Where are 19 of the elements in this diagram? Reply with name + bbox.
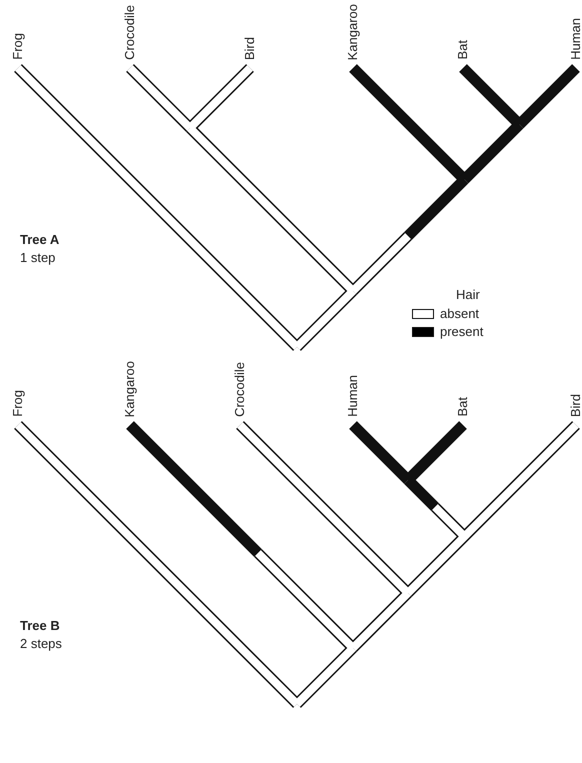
taxon-label: Bat xyxy=(456,40,470,60)
taxon-label: Crocodile xyxy=(233,362,247,417)
taxon-label: Kangaroo xyxy=(346,4,360,60)
legend-label: absent xyxy=(440,306,480,322)
tree-title: Tree B xyxy=(20,618,60,634)
tree-title: Tree A xyxy=(20,232,60,248)
taxon-label: Bird xyxy=(569,394,582,417)
tree-note: 2 steps xyxy=(20,636,62,652)
tree-note: Hair xyxy=(456,287,480,303)
taxon-label: Bird xyxy=(243,36,257,60)
taxon-label: Human xyxy=(569,18,582,60)
tree-note: 1 step xyxy=(20,250,56,266)
taxon-label: Human xyxy=(346,375,360,417)
taxon-label: Kangaroo xyxy=(123,360,137,417)
taxon-label: Frog xyxy=(11,390,25,417)
taxon-label: Frog xyxy=(11,33,25,60)
taxon-label: Crocodile xyxy=(123,5,137,60)
legend-label: present xyxy=(440,324,484,340)
taxon-label: Bat xyxy=(456,397,470,417)
